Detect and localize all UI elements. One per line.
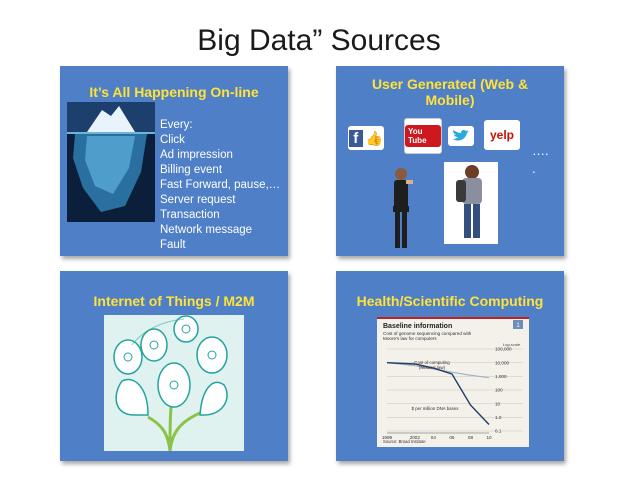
chart-x-tick-label: 04: [431, 435, 437, 440]
panel-iot-title: Internet of Things / M2M: [93, 293, 255, 309]
yelp-logo-icon: yelp: [484, 120, 520, 150]
list-item: Fault: [160, 239, 186, 251]
chart-scale-note: Log scale: [503, 342, 521, 347]
series-label-dna: $ per million DNA bases: [412, 406, 460, 411]
panel-user-generated: User Generated (Web & Mobile) f 👍 You Tu…: [336, 66, 564, 256]
chart-x-ticks: 1999 2002 04 06 08 10: [382, 432, 492, 440]
chart-x-tick-label: 2002: [410, 435, 421, 440]
chart-x-tick-label: 06: [449, 435, 455, 440]
chart-x-tick-label: 10: [486, 435, 492, 440]
facebook-like-icon: f 👍: [348, 126, 384, 150]
panel-health: Health/Scientific Computing Baseline inf…: [336, 271, 564, 461]
list-item: Billing event: [160, 164, 223, 176]
panel-health-title: Health/Scientific Computing: [356, 293, 544, 309]
list-item: Every:: [160, 119, 193, 131]
chart-y-tick-label: 0.1: [495, 429, 502, 434]
woman-phone-photo: [393, 168, 413, 248]
series-line-dna: [386, 361, 490, 425]
chart-y-ticks: 100,000 10,000 1,000 100 10 1.0 0.1: [495, 347, 512, 434]
chart-svg: Baseline information 1 Cost of genome se…: [377, 317, 529, 444]
chart-badge-bg: [513, 320, 523, 329]
chart-top-rule: [377, 317, 529, 319]
panel-iot: Internet of Things / M2M: [60, 271, 288, 461]
chart-subtitle-1: Cost of genome sequencing compared with: [383, 331, 472, 336]
chart-subtitle-2: Moore's law for computers: [383, 336, 437, 341]
list-item: Click: [160, 134, 185, 146]
chart-x-tick-label: 08: [468, 435, 474, 440]
chart-gridlines: [387, 348, 523, 432]
event-list: Every: Click Ad impression Billing event…: [160, 118, 280, 268]
youtube-logo-text: You Tube: [405, 125, 441, 147]
panel-online-title: It’s All Happening On-line: [89, 84, 259, 100]
chart-header: Baseline information: [383, 323, 452, 330]
panel-online: It’s All Happening On-line Every: Click …: [60, 66, 288, 266]
chart-series-lines: [386, 361, 490, 425]
list-item: Server request: [160, 194, 236, 206]
chart-badge: 1: [516, 323, 520, 329]
list-item: Transaction: [160, 209, 220, 221]
panel-user-title: User Generated (Web & Mobile): [371, 76, 529, 108]
chart-y-tick-label: 1.0: [495, 415, 502, 420]
list-item: …: [160, 254, 172, 266]
genome-cost-chart: Baseline information 1 Cost of genome se…: [377, 317, 529, 447]
more-dot: .: [532, 161, 536, 176]
youtube-logo-icon: You Tube: [404, 118, 442, 154]
list-item: Fast Forward, pause,…: [160, 179, 281, 191]
student-backpack-photo: [444, 162, 498, 244]
chart-y-tick-label: 10: [495, 401, 501, 406]
yelp-logo-text: yelp: [489, 128, 514, 142]
iceberg-image: [67, 102, 155, 222]
series-label-moore-1: Cost of computing: [414, 360, 450, 365]
chart-y-tick-label: 100,000: [495, 347, 512, 352]
chart-source: Source: Broad Institute: [383, 439, 426, 444]
list-item: Network message: [160, 224, 253, 236]
slide-title: Big Data” Sources: [197, 24, 441, 57]
twitter-bird-icon: [448, 126, 474, 146]
chart-x-tick-label: 1999: [382, 435, 393, 440]
series-label-moore-2: (Moore's law): [419, 365, 446, 370]
chart-y-tick-label: 10,000: [495, 360, 509, 365]
list-item: Ad impression: [160, 149, 233, 161]
more-ellipsis: ….: [532, 143, 549, 158]
chart-y-tick-label: 1,000: [495, 374, 507, 379]
chart-y-tick-label: 100: [495, 388, 503, 393]
iot-balloons-image: [104, 315, 244, 451]
